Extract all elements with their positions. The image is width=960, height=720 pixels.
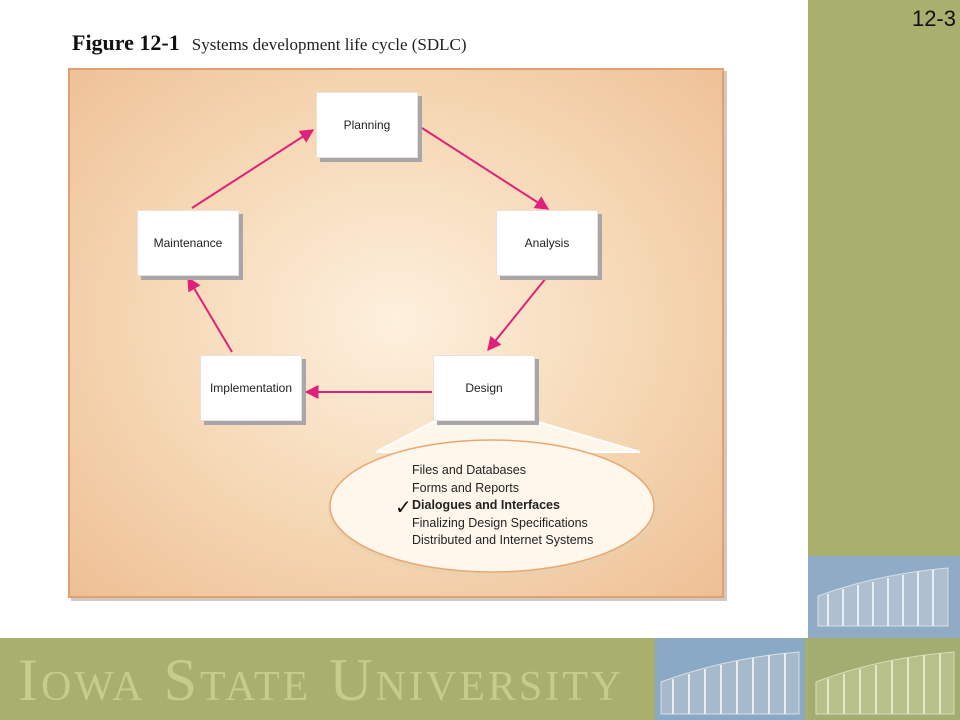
design-topic: Distributed and Internet Systems — [412, 533, 594, 547]
arrow-planning-to-analysis — [421, 127, 550, 210]
figure-label: Figure 12-1 — [72, 30, 180, 55]
university-banner: Iowa State University — [0, 638, 960, 720]
stage-maintenance: Maintenance — [137, 210, 239, 276]
slide-number: 12-3 — [911, 6, 956, 31]
design-topic: Files and Databases — [412, 463, 526, 477]
figure-caption: Systems development life cycle (SDLC) — [191, 35, 467, 54]
check-icon: ✓ — [395, 497, 412, 519]
university-wordmark: Iowa State University — [18, 647, 625, 713]
campus-building-image — [655, 638, 805, 720]
stage-implementation: Implementation — [200, 355, 302, 421]
figure-title: Figure 12-1 Systems development life cyc… — [72, 30, 467, 56]
olive-sidebar — [808, 0, 960, 638]
design-topic: Forms and Reports — [412, 480, 519, 495]
stage-planning: Planning — [316, 92, 418, 158]
stage-design: Design — [433, 355, 535, 421]
campus-building-image — [808, 638, 960, 720]
design-topics-list: Files and Databases Forms and Reports Di… — [412, 462, 593, 550]
arrow-implementation-to-maintenance — [187, 276, 233, 353]
arrow-maintenance-to-planning — [191, 129, 315, 209]
design-topic: Finalizing Design Specifications — [412, 515, 588, 530]
design-topic-current: Dialogues and Interfaces — [412, 498, 560, 512]
campus-building-image — [808, 556, 960, 638]
arrow-analysis-to-design — [487, 277, 547, 352]
callout-ellipse — [329, 439, 655, 573]
stage-analysis: Analysis — [496, 210, 598, 276]
